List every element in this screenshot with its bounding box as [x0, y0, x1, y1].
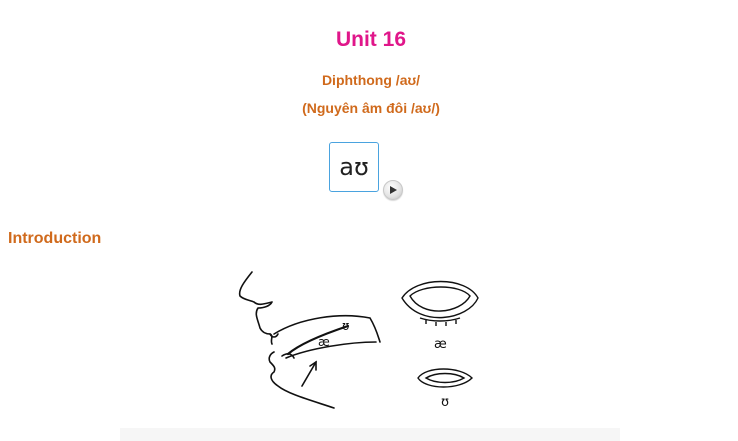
section-heading-introduction: Introduction [8, 230, 102, 247]
mouth-open-label: æ [434, 337, 447, 352]
lesson-subtitle-vietnamese: (Nguyên âm đôi /aʊ/) [302, 100, 440, 116]
tongue-label-end: ʊ [342, 319, 349, 333]
content-divider [120, 428, 620, 441]
tongue-label-start: æ [318, 335, 330, 349]
open-mouth-illustration [401, 280, 479, 326]
mouth-cavity-illustration [269, 314, 381, 387]
rounded-mouth-illustration [417, 368, 473, 388]
play-icon [390, 186, 397, 194]
phoneme-symbol: aʊ [339, 153, 369, 181]
mouth-rounded-label: ʊ [441, 395, 449, 410]
lesson-subtitle: Diphthong /aʊ/ [321, 72, 421, 88]
play-audio-button[interactable] [383, 180, 403, 200]
head-profile-illustration [238, 271, 335, 409]
phoneme-symbol-card[interactable]: aʊ [329, 142, 379, 192]
page-title: Unit 16 [335, 28, 406, 51]
articulation-diagram: ʊ æ æ ʊ [238, 271, 479, 410]
